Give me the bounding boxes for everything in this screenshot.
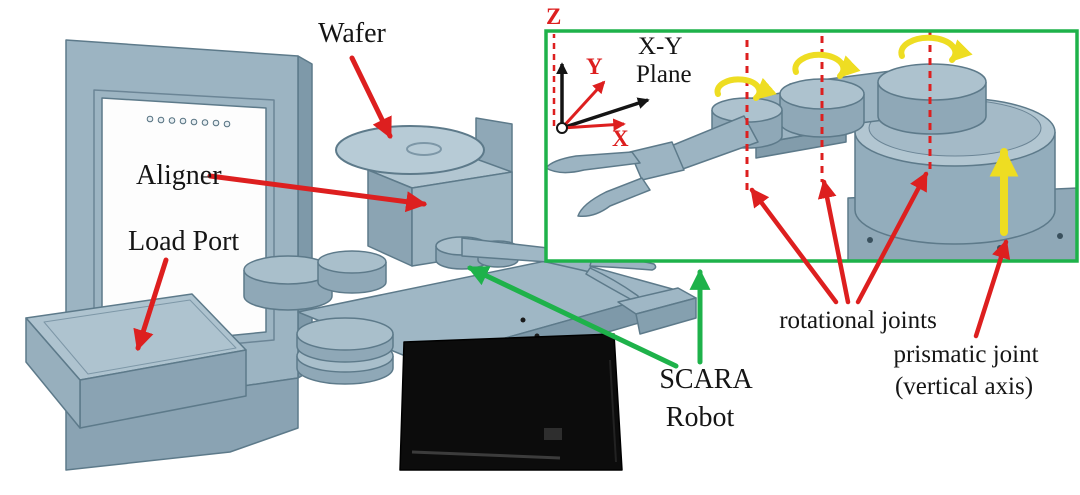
- aligner-callout-arrow: [207, 173, 428, 213]
- rotational-joint-arrow-2: [817, 179, 851, 305]
- cabinet-body: [399, 333, 623, 471]
- wafer-center-mark: [406, 142, 442, 156]
- scara-label-line1: SCARA: [659, 364, 753, 395]
- labels: Wafer Aligner Load Port SCARA Robot rota…: [128, 4, 1039, 433]
- prismatic-label-line1: prismatic joint: [893, 341, 1038, 368]
- main-scene: [25, 39, 697, 471]
- scara-callout-arrow-main: [467, 265, 679, 369]
- coordinate-frame: [552, 34, 650, 134]
- wafer-disc: [335, 125, 485, 175]
- fork-palm: [629, 141, 685, 181]
- scara-robot-main-view: [435, 236, 657, 302]
- platform-left: [25, 317, 81, 429]
- rotation-arrow-icon-3: [898, 34, 973, 63]
- inset-border: [544, 29, 1079, 263]
- scara-label-line2: Robot: [666, 402, 735, 433]
- fork-prong-lower: [577, 177, 651, 218]
- deck-right-front: [635, 297, 697, 335]
- deck-right-pieces: [617, 287, 697, 335]
- rotational-joints-label: rotational joints: [779, 307, 937, 334]
- shoulder-joint-top: [877, 63, 987, 101]
- xy-plane-label-line1: X-Y: [638, 33, 682, 60]
- x-axis-label: X: [612, 126, 629, 151]
- rotational-joint-arrow-3: [855, 171, 929, 305]
- xy-plane-label-line2: Plane: [636, 61, 692, 88]
- wafer-label: Wafer: [318, 18, 386, 49]
- joint-axis-lines: [745, 32, 932, 192]
- y-axis-arrow-icon: [560, 80, 606, 130]
- load-port-label: Load Port: [128, 226, 239, 257]
- platform-top-inner-line: [43, 299, 237, 375]
- cabinet-latch: [544, 428, 562, 440]
- wafer-surface: [335, 125, 485, 175]
- cabinet-vent-line: [411, 450, 561, 460]
- frame-base: [65, 377, 299, 471]
- z-axis-label: Z: [546, 4, 561, 29]
- plane-axis-arrow-icon: [561, 97, 650, 130]
- x-axis-arrow-icon: [561, 118, 626, 131]
- frame-window-opening: [101, 97, 267, 349]
- aligner-chuck-cylinders: [243, 250, 394, 385]
- frame-vent-holes: [146, 115, 231, 128]
- rotation-arrows: [714, 34, 973, 101]
- wafer-callout-arrow: [349, 55, 393, 139]
- aligner-label: Aligner: [136, 160, 222, 191]
- rotational-joint-arrow-1: [749, 187, 839, 305]
- origin-point: [556, 122, 568, 134]
- frame-window-lip: [93, 89, 275, 358]
- prismatic-label-line2: (vertical axis): [895, 373, 1033, 400]
- load-port-callout-arrow: [133, 257, 169, 352]
- callouts: [133, 55, 1011, 369]
- y-axis-label: Y: [586, 54, 603, 79]
- base-cabinet: [399, 333, 623, 471]
- disc-stack-upper-top: [296, 317, 394, 351]
- cylinder2-top: [317, 250, 387, 274]
- rotation-arrow-icon-2: [792, 51, 861, 79]
- cabinet-edge-line: [609, 359, 617, 463]
- prismatic-callout-arrow: [973, 239, 1011, 339]
- rotation-arrow-icon-1: [714, 76, 777, 101]
